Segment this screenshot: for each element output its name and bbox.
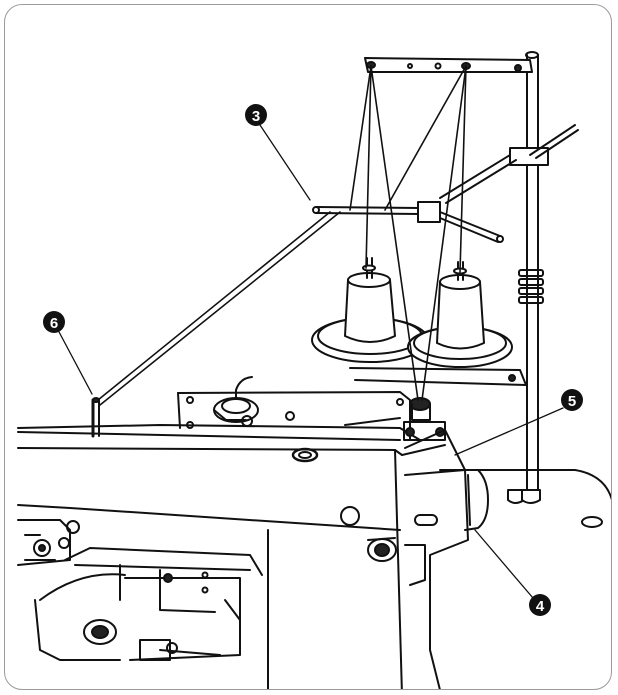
callout-4: 4 — [529, 594, 551, 616]
leader-lines — [57, 121, 564, 599]
thread-paths — [97, 65, 467, 406]
lower-mechanism — [34, 547, 263, 661]
left-gear-cluster — [17, 519, 80, 566]
table-edge — [439, 469, 611, 501]
callout-5-label: 5 — [568, 393, 576, 410]
leader-5 — [454, 407, 564, 456]
callout-3: 3 — [245, 104, 267, 126]
leader-3 — [257, 121, 311, 201]
callout-5: 5 — [561, 389, 583, 411]
table-hole — [581, 516, 603, 528]
spool-left — [311, 257, 429, 363]
callout-3-label: 3 — [252, 108, 260, 125]
callout-4-label: 4 — [536, 598, 545, 615]
callout-6-label: 6 — [50, 315, 58, 332]
leader-4 — [474, 529, 534, 599]
thread-tension-unit — [403, 397, 446, 441]
spool-right — [407, 261, 513, 368]
callout-6: 6 — [43, 311, 65, 333]
leader-6 — [57, 329, 93, 395]
thread-guide-post — [91, 397, 100, 438]
top-plate — [177, 376, 411, 441]
thread-stand — [312, 51, 579, 504]
face-plate — [367, 429, 489, 689]
